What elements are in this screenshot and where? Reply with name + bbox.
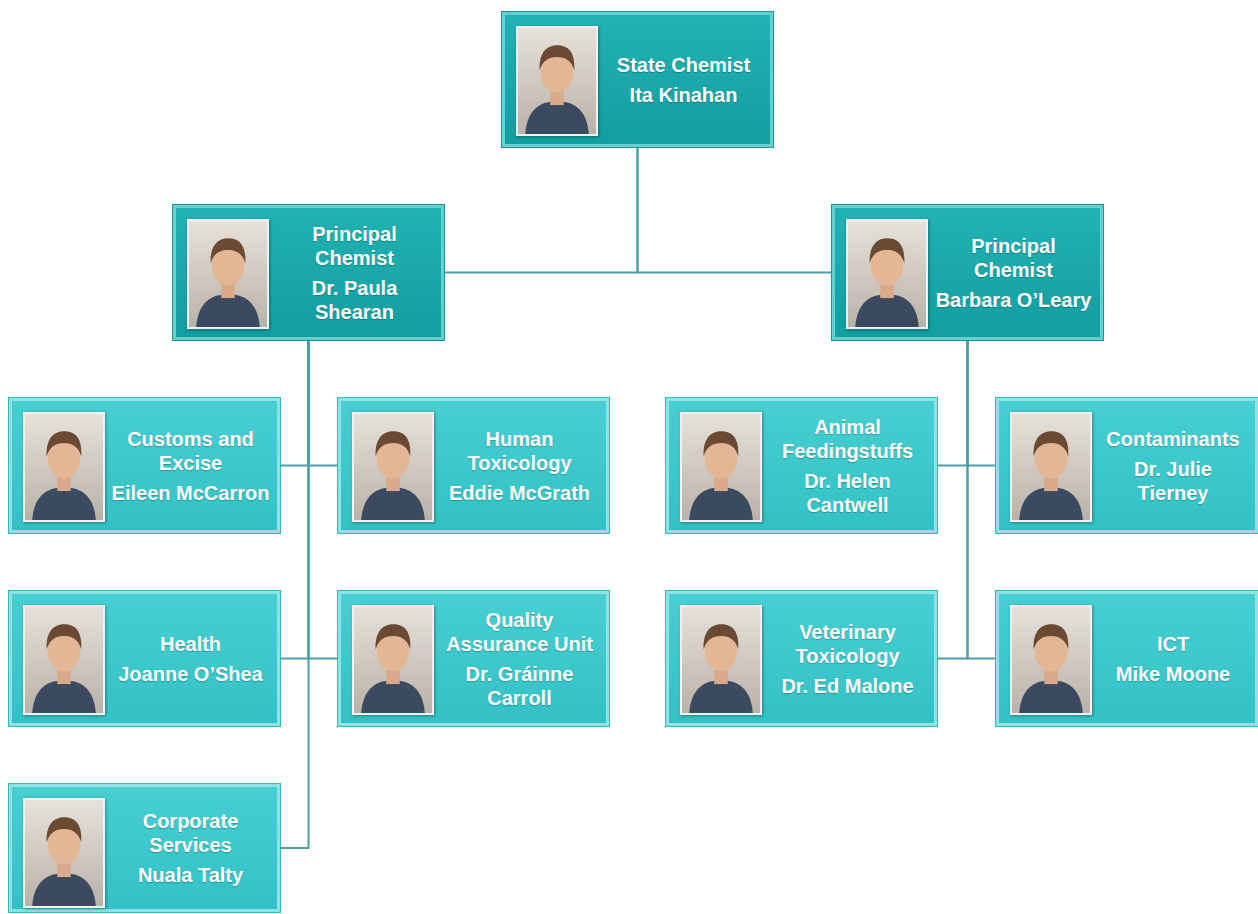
- portrait-photo: [23, 605, 105, 715]
- unit-box: Quality Assurance UnitDr. Gráinne Carrol…: [338, 591, 609, 726]
- unit-box: Animal FeedingstuffsDr. Helen Cantwell: [666, 398, 937, 533]
- reporting-line: [444, 147, 638, 273]
- reporting-line: [309, 340, 339, 466]
- role-title: Animal Feedingstuffs: [767, 415, 928, 463]
- person-name: Mike Moone: [1116, 662, 1230, 686]
- box-text: Human ToxicologyEddie McGrath: [439, 405, 600, 526]
- person-name: Eddie McGrath: [449, 481, 590, 505]
- role-title: State Chemist: [617, 53, 750, 77]
- role-title: Human Toxicology: [439, 427, 600, 475]
- portrait-photo: [1010, 412, 1092, 522]
- portrait-figure: [1012, 607, 1090, 713]
- portrait-image: [25, 414, 103, 520]
- reporting-line: [280, 340, 309, 659]
- reporting-line: [309, 340, 339, 659]
- portrait-figure: [1012, 414, 1090, 520]
- portrait-photo: [187, 219, 269, 329]
- portrait-photo: [1010, 605, 1092, 715]
- portrait-figure: [189, 221, 267, 327]
- portrait-image: [682, 414, 760, 520]
- reporting-line: [280, 340, 309, 848]
- person-name: Dr. Paula Shearan: [274, 276, 435, 324]
- manager-box: State ChemistIta Kinahan: [502, 12, 773, 147]
- reporting-line: [968, 340, 997, 659]
- portrait-photo: [846, 219, 928, 329]
- box-text: State ChemistIta Kinahan: [603, 19, 764, 140]
- role-title: Veterinary Toxicology: [767, 620, 928, 668]
- portrait-photo: [680, 412, 762, 522]
- box-text: Animal FeedingstuffsDr. Helen Cantwell: [767, 405, 928, 526]
- manager-box: Principal ChemistBarbara O’Leary: [832, 205, 1103, 340]
- role-title: Principal Chemist: [274, 222, 435, 270]
- reporting-line: [638, 147, 833, 273]
- person-name: Dr. Julie Tierney: [1097, 457, 1249, 505]
- reporting-line: [968, 340, 997, 466]
- role-title: Customs and Excise: [110, 427, 271, 475]
- box-text: Principal ChemistBarbara O’Leary: [933, 212, 1094, 333]
- reporting-line: [937, 340, 968, 466]
- portrait-image: [354, 607, 432, 713]
- portrait-figure: [354, 414, 432, 520]
- portrait-photo: [23, 412, 105, 522]
- person-name: Dr. Ed Malone: [781, 674, 913, 698]
- portrait-image: [1012, 414, 1090, 520]
- reporting-line: [280, 340, 309, 466]
- portrait-photo: [680, 605, 762, 715]
- person-name: Joanne O’Shea: [118, 662, 263, 686]
- portrait-figure: [25, 414, 103, 520]
- portrait-figure: [848, 221, 926, 327]
- person-name: Nuala Talty: [138, 863, 243, 887]
- person-name: Eileen McCarron: [112, 481, 270, 505]
- unit-box: Corporate ServicesNuala Talty: [9, 784, 280, 912]
- person-name: Ita Kinahan: [630, 83, 738, 107]
- unit-box: ContaminantsDr. Julie Tierney: [996, 398, 1258, 533]
- portrait-photo: [352, 412, 434, 522]
- box-text: Veterinary ToxicologyDr. Ed Malone: [767, 598, 928, 719]
- person-name: Dr. Helen Cantwell: [767, 469, 928, 517]
- portrait-image: [518, 28, 596, 134]
- unit-box: Human ToxicologyEddie McGrath: [338, 398, 609, 533]
- unit-box: ICT Mike Moone: [996, 591, 1258, 726]
- portrait-photo: [516, 26, 598, 136]
- unit-box: Veterinary ToxicologyDr. Ed Malone: [666, 591, 937, 726]
- portrait-figure: [354, 607, 432, 713]
- role-title: Contaminants: [1106, 427, 1239, 451]
- role-title: ICT: [1157, 632, 1189, 656]
- portrait-figure: [518, 28, 596, 134]
- role-title: Principal Chemist: [933, 234, 1094, 282]
- box-text: Principal ChemistDr. Paula Shearan: [274, 212, 435, 333]
- portrait-image: [25, 607, 103, 713]
- role-title: Quality Assurance Unit: [439, 608, 600, 656]
- role-title: Corporate Services: [110, 809, 271, 857]
- box-text: Customs and ExciseEileen McCarron: [110, 405, 271, 526]
- portrait-image: [1012, 607, 1090, 713]
- role-title: Health: [160, 632, 221, 656]
- unit-box: HealthJoanne O’Shea: [9, 591, 280, 726]
- portrait-figure: [25, 607, 103, 713]
- box-text: Corporate ServicesNuala Talty: [110, 791, 271, 905]
- portrait-figure: [25, 800, 103, 906]
- box-text: ICT Mike Moone: [1097, 598, 1249, 719]
- portrait-photo: [23, 798, 105, 908]
- box-text: Quality Assurance UnitDr. Gráinne Carrol…: [439, 598, 600, 719]
- unit-box: Customs and ExciseEileen McCarron: [9, 398, 280, 533]
- box-text: HealthJoanne O’Shea: [110, 598, 271, 719]
- portrait-image: [354, 414, 432, 520]
- portrait-image: [848, 221, 926, 327]
- person-name: Barbara O’Leary: [936, 288, 1092, 312]
- portrait-image: [682, 607, 760, 713]
- portrait-image: [189, 221, 267, 327]
- portrait-image: [25, 800, 103, 906]
- person-name: Dr. Gráinne Carroll: [439, 662, 600, 710]
- manager-box: Principal ChemistDr. Paula Shearan: [173, 205, 444, 340]
- portrait-figure: [682, 607, 760, 713]
- reporting-line: [937, 340, 968, 659]
- portrait-figure: [682, 414, 760, 520]
- portrait-photo: [352, 605, 434, 715]
- box-text: ContaminantsDr. Julie Tierney: [1097, 405, 1249, 526]
